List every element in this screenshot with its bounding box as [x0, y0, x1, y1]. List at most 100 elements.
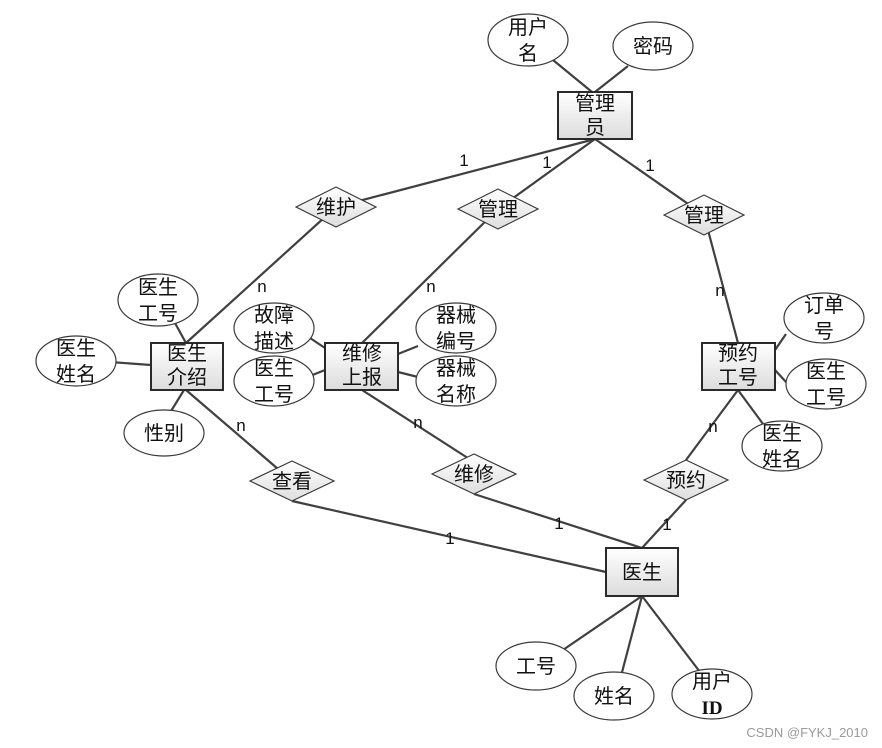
attr-order-id [783, 292, 865, 344]
rel-view-text: 查看 [272, 469, 312, 493]
edge-appt-doctor-name [737, 389, 767, 429]
attr-appt-doctor-id-line1: 医生 [806, 359, 846, 383]
card-repair-doctor: 1 [554, 514, 563, 533]
entity-appointment-id-line1: 预约 [718, 341, 758, 365]
entity-doctor-intro-line2: 介绍 [167, 365, 207, 389]
entity-admin-line1: 管理 [575, 91, 615, 115]
attr-doctor-name-text: 姓名 [594, 684, 634, 708]
entity-repair-report-line2: 上报 [342, 365, 382, 389]
edge-appt-doctor-id [774, 369, 787, 383]
card-admin-manage-appointment: 1 [645, 156, 654, 175]
attr-appt-doctor-id-line2: 工号 [806, 385, 846, 409]
cardinality-labels: 1 1 1 n n n n 1 n 1 n 1 [236, 151, 724, 548]
attr-doctor-user-id-line2: ID [701, 698, 722, 719]
attr-fault-description [233, 302, 315, 354]
card-manage-repair-report: n [426, 277, 435, 296]
rel-appoint [642, 459, 730, 501]
attr-report-doctor-id-line1: 医生 [254, 356, 294, 380]
edge-view-doctor [291, 499, 607, 574]
attr-intro-doctor-name-line2: 姓名 [56, 362, 96, 386]
entity-repair-report [324, 342, 399, 391]
attr-equipment-number [415, 302, 497, 354]
entity-repair-report-line1: 维修 [342, 341, 382, 365]
attr-admin-username-line2: 名 [518, 41, 538, 65]
attr-report-doctor-id [233, 355, 315, 407]
attr-intro-gender-text: 性别 [144, 421, 184, 445]
attr-doctor-user-id [671, 668, 753, 720]
attr-doctor-work-id [495, 641, 577, 691]
rel-appoint-text: 预约 [666, 468, 706, 492]
attribute-ellipses: 用户 名 密码 医生 工号 医生 姓名 性别 故障 描述 医生 工号 器械 编号… [35, 13, 867, 721]
edge-report-repair [361, 389, 475, 463]
edge-appt-appoint [685, 389, 739, 461]
card-maintain-intro: n [257, 277, 266, 296]
card-appoint-appt: n [708, 417, 717, 436]
attr-equipment-number-line1: 器械 [436, 303, 476, 327]
entity-boxes: 管理 员 医生 介绍 维修 上报 预约 工号 医生 [150, 91, 776, 597]
attr-fault-description-line2: 描述 [254, 329, 294, 353]
attr-appt-doctor-id [785, 358, 867, 410]
edge-repair-doctor [473, 492, 643, 550]
attr-appt-doctor-name [741, 420, 823, 472]
attr-equipment-name-line1: 器械 [436, 356, 476, 380]
edge-intro-doctor-name [109, 360, 152, 367]
edge-doctor-user-id [641, 595, 701, 673]
entity-appointment-id [701, 342, 776, 391]
rel-view [248, 460, 336, 502]
attr-admin-password [612, 21, 694, 71]
attr-intro-doctor-id-line2: 工号 [138, 301, 178, 325]
attr-intro-doctor-id [117, 273, 199, 327]
edge-manage-appointment-appt [702, 214, 740, 344]
entity-doctor-intro [150, 342, 224, 391]
entity-admin [557, 91, 633, 140]
card-view-doctor: 1 [445, 529, 454, 548]
watermark: CSDN @FYKJ_2010 [746, 725, 868, 740]
attr-doctor-name [573, 671, 655, 721]
attr-intro-gender [123, 409, 205, 457]
edge-equipment-name [397, 370, 419, 379]
entity-doctor [605, 547, 679, 597]
attr-fault-description-line1: 故障 [254, 303, 294, 327]
attr-appt-doctor-name-line1: 医生 [762, 421, 802, 445]
edge-admin-maintain [335, 137, 596, 209]
attr-admin-username-line1: 用户 [508, 15, 548, 39]
attr-order-id-line1: 订单 [804, 293, 844, 317]
rel-manage-appointment [662, 194, 746, 236]
edge-manage-repair-report [361, 208, 499, 344]
edge-admin-username [552, 59, 593, 93]
edge-order-id [774, 333, 787, 351]
edge-equipment-number [397, 344, 419, 356]
attr-order-id-line2: 号 [814, 319, 834, 343]
card-view-intro: n [236, 416, 245, 435]
attr-equipment-name [415, 355, 497, 407]
edge-doctor-work-id [559, 595, 643, 653]
rel-manage-repair-text: 管理 [478, 197, 518, 221]
card-manage-appointment-appt: n [715, 281, 724, 300]
attr-admin-password-text: 密码 [633, 34, 673, 58]
attr-appt-doctor-name-line2: 姓名 [762, 447, 802, 471]
edge-appoint-doctor [641, 499, 687, 549]
attr-intro-doctor-id-line1: 医生 [138, 275, 178, 299]
edge-admin-password [594, 65, 629, 93]
attr-doctor-work-id-text: 工号 [516, 654, 556, 678]
card-admin-maintain: 1 [459, 151, 468, 170]
attr-report-doctor-id-line2: 工号 [254, 382, 294, 406]
card-appoint-doctor: 1 [662, 515, 671, 534]
edge-intro-view [185, 389, 293, 482]
entity-doctor-intro-line1: 医生 [167, 341, 207, 365]
rel-repair [430, 453, 518, 495]
attr-intro-doctor-name-line1: 医生 [56, 336, 96, 360]
attr-admin-username [487, 13, 569, 67]
rel-repair-text: 维修 [454, 462, 494, 486]
entity-doctor-text: 医生 [622, 560, 662, 584]
relationship-diamonds: 维护 管理 管理 查看 维修 预约 [248, 186, 746, 502]
entity-admin-line2: 员 [585, 115, 605, 139]
attr-intro-doctor-name [35, 335, 117, 387]
rel-maintain [294, 186, 378, 228]
attr-doctor-user-id-line1: 用户 [692, 669, 732, 693]
card-repair-report-side: n [413, 413, 422, 432]
edge-maintain-intro [185, 206, 337, 344]
card-admin-manage-repair: 1 [542, 153, 551, 172]
rel-maintain-text: 维护 [316, 195, 356, 219]
